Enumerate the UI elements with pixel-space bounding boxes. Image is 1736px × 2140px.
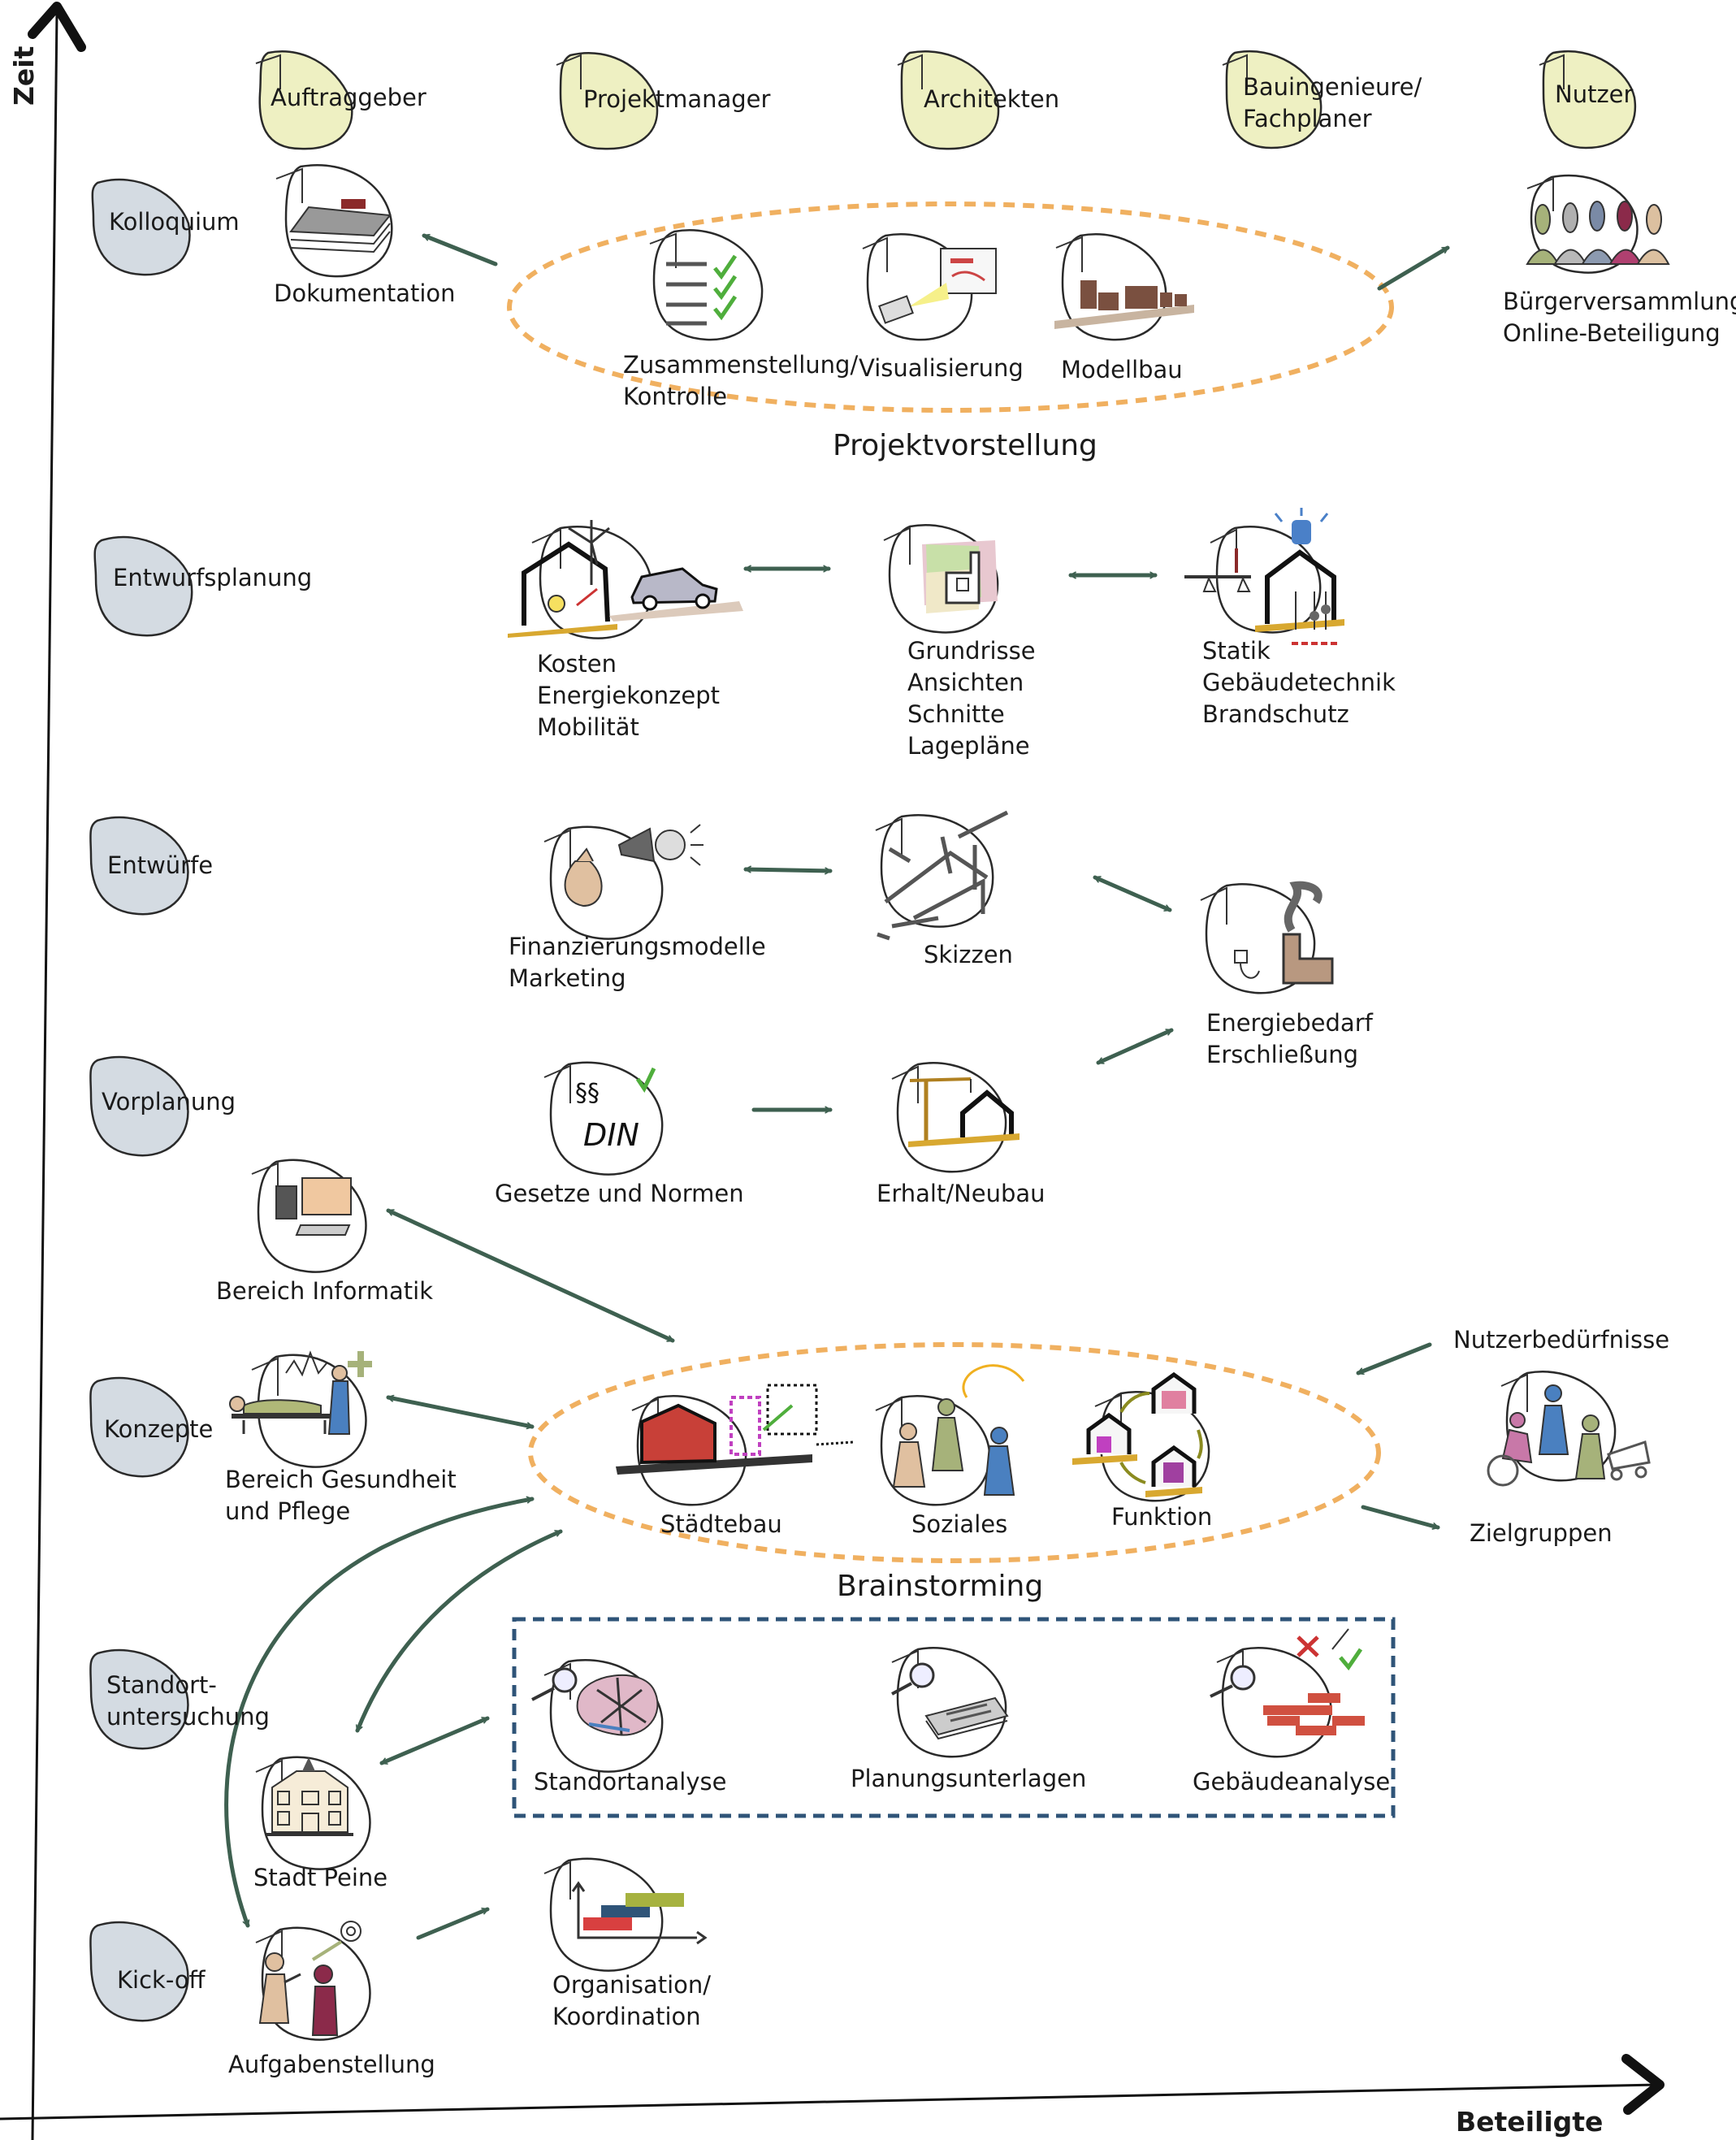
urban-planning-icon <box>616 1384 854 1475</box>
y-axis-title: Zeit <box>8 45 40 106</box>
healthcare-icon <box>229 1350 372 1435</box>
phase-label-vorplanung: Vorplanung <box>102 1088 236 1115</box>
social-people-icon <box>892 1364 1025 1496</box>
item-label-zielgruppen: Zielgruppen <box>1470 1519 1613 1547</box>
phase-label-kolloquium: Kolloquium <box>109 208 240 236</box>
din-sign: DIN <box>583 1117 639 1153</box>
item-label-modellbau: Modellbau <box>1061 356 1183 383</box>
item-label-dokumentation: Dokumentation <box>274 279 456 307</box>
document-stack-icon <box>289 199 392 253</box>
standortuntersuchung-frame <box>512 1617 1396 1818</box>
item-label-aufgabe: Aufgabenstellung <box>228 2051 435 2078</box>
checklist-icon <box>666 254 738 326</box>
role-label-architekten: Architekten <box>924 85 1060 113</box>
planning-docs-icon <box>891 1662 1009 1740</box>
brainstorming-frame <box>528 1342 1381 1563</box>
role-label-projektmanager: Projektmanager <box>583 85 771 113</box>
role-blob-bauingenieure <box>1225 50 1323 149</box>
energy-mobility-icon <box>508 520 743 638</box>
model-buildings-icon <box>1054 280 1194 329</box>
item-label-visualisierung: Visualisierung <box>859 354 1024 382</box>
item-label-gebaeudeanalyse: Gebäudeanalyse <box>1193 1768 1391 1796</box>
phase-label-kick-off: Kick-off <box>117 1966 206 1994</box>
phase-label-standortuntersuchung: Standort-untersuchung <box>106 1671 270 1731</box>
law-din-icon: §§ DIN <box>575 1067 656 1153</box>
projector-icon <box>878 248 997 324</box>
item-label-skizzen: Skizzen <box>924 941 1013 968</box>
phase-label-entwuerfe: Entwürfe <box>107 851 214 879</box>
projektvorstellung-frame <box>507 201 1394 413</box>
role-label-nutzer: Nutzer <box>1555 80 1634 108</box>
phase-label-konzepte: Konzepte <box>104 1415 214 1443</box>
paragraph-sign: §§ <box>575 1079 600 1107</box>
item-label-planungsunterlagen: Planungsunterlagen <box>851 1765 1087 1792</box>
x-axis <box>0 2054 1665 2121</box>
item-label-erhalt: Erhalt/Neubau <box>877 1180 1045 1207</box>
floorplan-icon <box>922 540 998 613</box>
relation-arrows <box>224 233 1450 1940</box>
plug-factory-icon <box>1234 881 1334 985</box>
statics-icon <box>1184 508 1344 645</box>
item-label-zusammenstellung: Zusammenstellung/Kontrolle <box>623 351 859 410</box>
role-label-auftraggeber: Auftraggeber <box>271 84 426 111</box>
role-blob-nutzer <box>1542 50 1637 149</box>
group-title-brainstorming: Brainstorming <box>837 1570 1044 1603</box>
item-label-soziales: Soziales <box>911 1510 1008 1538</box>
phase-label-entwurfsplanung: Entwurfsplanung <box>113 564 313 591</box>
task-people-icon <box>258 1921 361 2036</box>
item-label-stadt: Stadt Peine <box>253 1864 388 1891</box>
crane-building-icon <box>908 1077 1020 1147</box>
role-blob-auftraggeber <box>258 50 353 150</box>
role-blob-projektmanager <box>559 51 659 150</box>
group-title-projektvorstellung: Projektvorstellung <box>833 429 1097 462</box>
item-label-funktion: Funktion <box>1111 1503 1213 1531</box>
citizens-icon <box>1526 201 1670 265</box>
role-label-bauingenieure: Bauingenieure/Fachplaner <box>1243 73 1422 132</box>
money-megaphone-icon <box>564 824 703 908</box>
gantt-chart-icon <box>571 1881 708 1945</box>
sketch-icon <box>877 810 1009 941</box>
item-label-organisation: Organisation/Koordination <box>552 1971 712 2030</box>
computer-icon <box>275 1177 352 1236</box>
x-axis-title: Beteiligte <box>1456 2106 1604 2138</box>
item-label-nutzerbeduerfnisse: Nutzerbedürfnisse <box>1453 1326 1670 1354</box>
function-houses-icon <box>1072 1371 1203 1497</box>
item-label-staedtebau: Städtebau <box>660 1510 782 1538</box>
item-label-informatik: Bereich Informatik <box>216 1277 434 1305</box>
role-blob-architekten <box>900 50 1000 150</box>
building-analysis-icon <box>1210 1628 1365 1735</box>
role-blobs <box>255 50 1637 150</box>
y-axis <box>28 2 86 2140</box>
target-groups-icon <box>1487 1384 1651 1487</box>
item-label-standortanalyse: Standortanalyse <box>534 1768 727 1796</box>
phase-blobs <box>89 178 193 2022</box>
item-label-gesetze: Gesetze und Normen <box>495 1180 744 1207</box>
